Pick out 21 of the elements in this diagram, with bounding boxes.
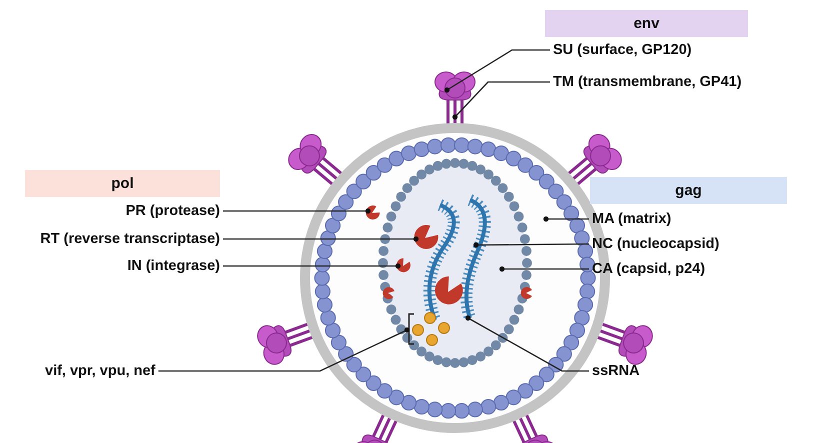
leader-line xyxy=(499,266,589,272)
part-label: SU (surface, GP120) xyxy=(553,41,692,59)
part-label: ssRNA xyxy=(592,362,640,380)
leader-line xyxy=(444,49,550,93)
part-label: IN (integrase) xyxy=(127,257,220,275)
gene-band: env xyxy=(545,10,748,37)
part-label: PR (protease) xyxy=(126,202,220,220)
leader-line xyxy=(223,263,401,269)
gene-band: pol xyxy=(25,170,220,197)
leader-line xyxy=(223,208,371,214)
part-label: CA (capsid, p24) xyxy=(592,260,706,278)
leader-line xyxy=(473,242,589,248)
part-label: vif, vpr, vpu, nef xyxy=(45,362,156,380)
part-label: NC (nucleocapsid) xyxy=(592,235,720,253)
gene-band: gag xyxy=(590,177,787,204)
leader-line xyxy=(158,327,410,372)
part-label: RT (reverse transcriptase) xyxy=(40,230,220,248)
part-label: MA (matrix) xyxy=(592,210,672,228)
leader-line xyxy=(452,81,550,120)
leader-line xyxy=(223,236,419,242)
part-label: TM (transmembrane, GP41) xyxy=(553,73,742,91)
